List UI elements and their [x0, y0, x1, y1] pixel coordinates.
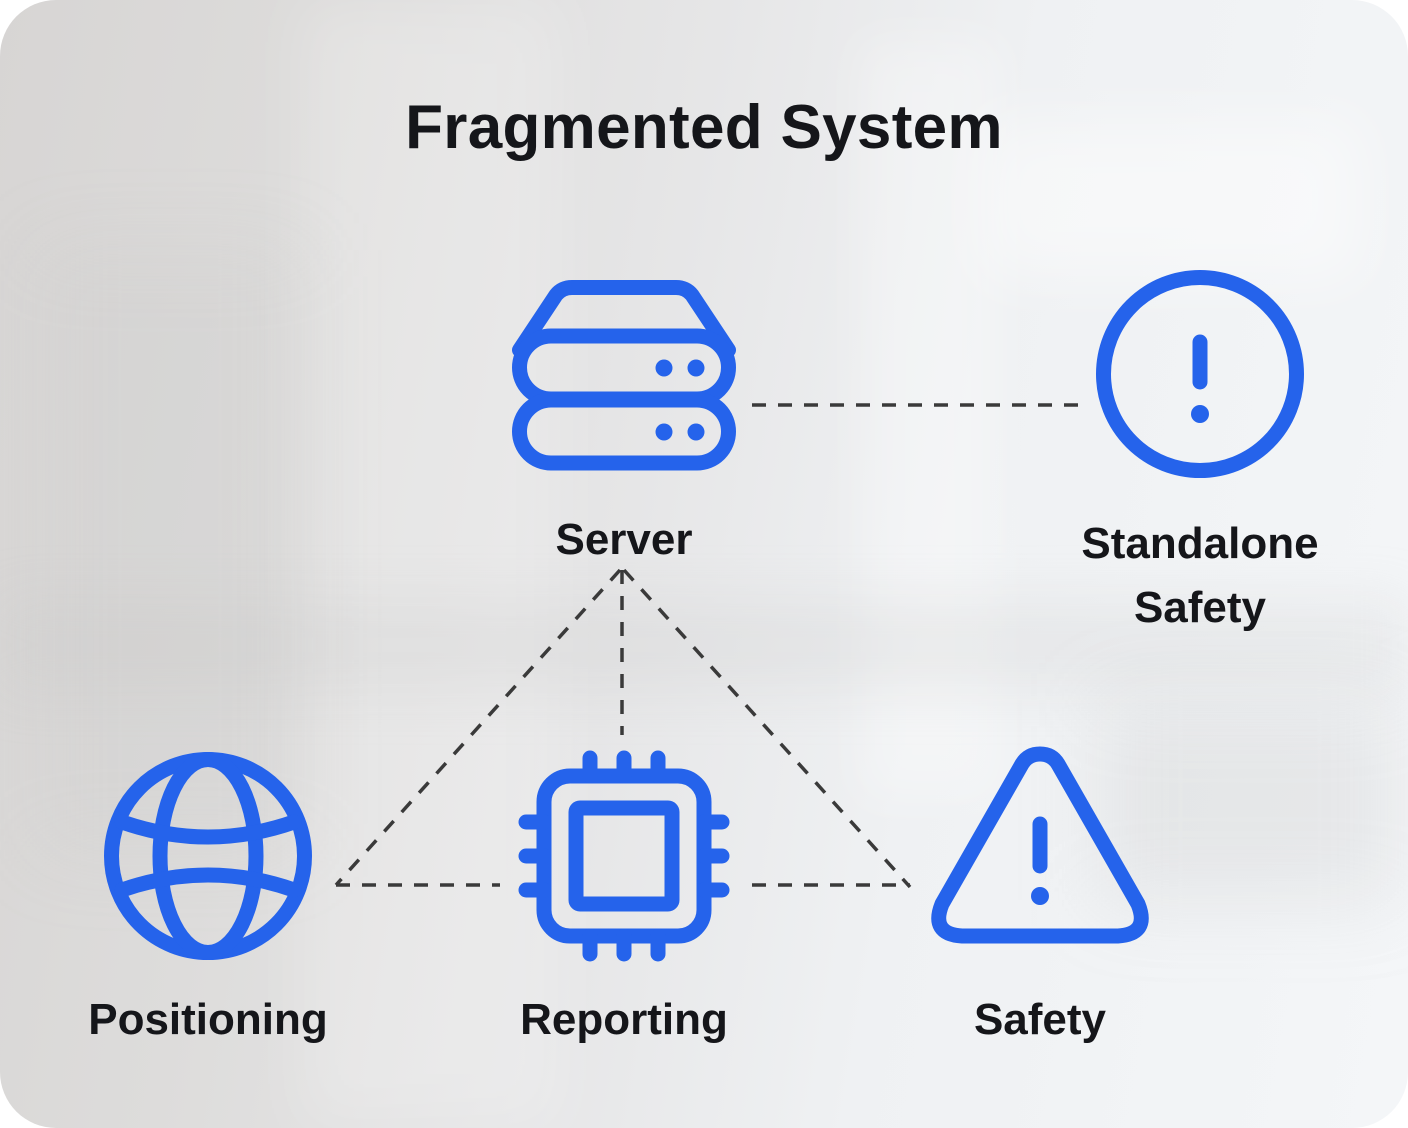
- node-label-line: Standalone: [1081, 519, 1319, 568]
- node-label-positioning: Positioning: [88, 995, 328, 1044]
- alert-circle-icon: [1096, 270, 1304, 478]
- node-label-line: Safety: [1133, 583, 1267, 632]
- background-blur: [300, 0, 560, 1128]
- background-blur: [0, 600, 1408, 690]
- node-label-server: Server: [555, 515, 693, 564]
- background-blur: [860, 40, 1000, 800]
- node-label-safety: Safety: [973, 995, 1107, 1044]
- background-blur: [1100, 700, 1400, 900]
- edge-server-safety: [622, 568, 912, 889]
- warning-triangle-icon: [928, 744, 1152, 944]
- diagram-title: Fragmented System: [405, 93, 1003, 162]
- background-blur: [980, 120, 1360, 280]
- node-label-reporting: Reporting: [520, 995, 728, 1044]
- cpu-chip-icon: [518, 750, 730, 962]
- server-icon: [512, 280, 736, 474]
- edge-server-positioning: [334, 568, 622, 887]
- node-label-standalone-safety: Standalone Safety: [1040, 512, 1360, 640]
- background-blur: [40, 250, 300, 850]
- globe-icon: [104, 752, 312, 960]
